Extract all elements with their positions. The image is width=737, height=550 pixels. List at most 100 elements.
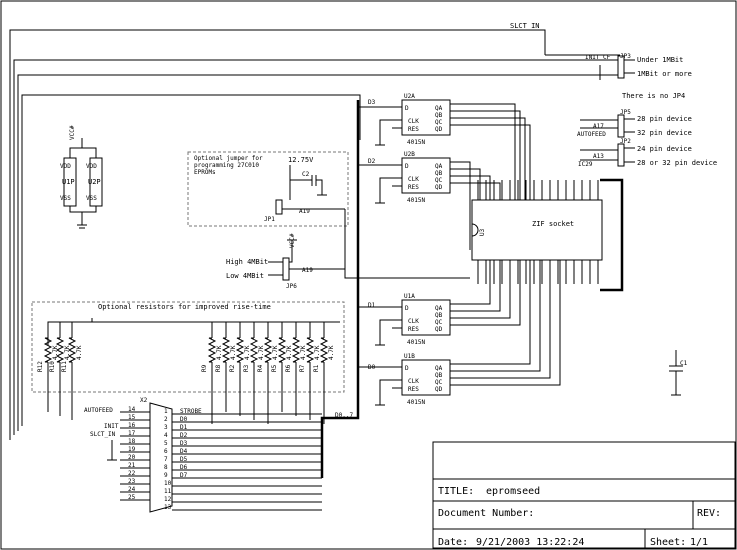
u1b-ref: U1B (404, 353, 415, 360)
u1p-vdd: VDD (60, 163, 71, 170)
connector-signal: STROBE (180, 408, 202, 415)
resistor-ref: R5 (271, 364, 278, 372)
zif-pins (477, 180, 599, 284)
connector-pin-right: 13 (164, 504, 172, 511)
doc-number-label: Document Number: (438, 508, 534, 519)
connector-pin-left: 14 (128, 406, 136, 413)
top-wires (9, 29, 620, 440)
resistor-r2 (235, 337, 245, 363)
optional-note-1: Optional jumper for (194, 155, 263, 162)
resistor-r4 (263, 337, 273, 363)
jp2-24: 24 pin device (637, 145, 692, 153)
connector-pin-left: 22 (128, 470, 136, 477)
rev-label: REV: (697, 508, 721, 519)
resistor-r11 (67, 337, 77, 363)
connector-pin-left: 21 (128, 462, 136, 469)
connector-pin-right: 4 (164, 432, 168, 439)
jp2-2832: 28 or 32 pin device (637, 159, 717, 167)
u1b-pin-clk: CLK (408, 378, 419, 385)
connector-pin-right: 8 (164, 464, 168, 471)
u2p-vdd: VDD (86, 163, 97, 170)
chip-u2b: U2B D CLK RES QA QB QC QD 4015N D2 (368, 151, 451, 204)
connector-pin-right: 6 (164, 448, 168, 455)
c2-label: C2 (302, 171, 310, 178)
resistor-box (31, 301, 345, 393)
connector-pin-left: 15 (128, 414, 136, 421)
resistor-r8 (221, 337, 231, 363)
sheet-label: Sheet: (650, 537, 686, 548)
resistor-ref: R8 (215, 364, 222, 372)
u1a-din: D1 (368, 302, 376, 309)
resistor-value: 4.7K (230, 345, 237, 360)
resistor-ref: R2 (229, 364, 236, 372)
u2a-pin-qd: QD (435, 126, 443, 133)
net-a19-1: A19 (299, 208, 310, 215)
resistor-ref: R4 (257, 364, 264, 372)
c1-label: C1 (680, 360, 688, 367)
vcc-label-2: VCC# (289, 233, 296, 248)
connector-pin-left: 24 (128, 486, 136, 493)
connector-pin-right: 5 (164, 440, 168, 447)
power-u1p: VDD VSS U1P (60, 157, 77, 207)
zif-socket: U3 ZIF socket (471, 199, 603, 261)
u2b-ref: U2B (404, 151, 415, 158)
connector-signals: AUTOFEED INIT SLCT_IN (84, 407, 119, 438)
u2b-pin-qd: QD (435, 184, 443, 191)
jp6-ref: JP6 (286, 283, 297, 290)
connector-pin-left: 16 (128, 422, 136, 429)
connector-pin-left: 19 (128, 446, 136, 453)
net-a13: A13 (593, 153, 604, 160)
jp3-over: 1MBit or more (637, 70, 692, 78)
u2b-pin-qa: QA (435, 163, 443, 170)
resistor-ref: R3 (243, 364, 250, 372)
x2-ref: X2 (140, 397, 148, 404)
net-a17: A17 (593, 123, 604, 130)
u1a-ref: U1A (404, 293, 415, 300)
title-block (432, 441, 736, 549)
jp1-ref: JP1 (264, 216, 275, 223)
u1a-part: 4015N (407, 339, 425, 346)
connector-pin-left: 25 (128, 494, 136, 501)
connector-pin-left: 20 (128, 454, 136, 461)
jp3-under: Under 1MBit (637, 56, 683, 64)
resistor-r5 (277, 337, 287, 363)
net-slct-in: SLCT_IN (510, 22, 540, 30)
resistor-value: 4.7K (52, 345, 59, 360)
u1a-pin-clk: CLK (408, 318, 419, 325)
c1-capacitor: C1 (669, 350, 688, 396)
u2b-pin-d: D (405, 163, 409, 170)
net-a19-2: A19 (302, 267, 313, 274)
connector-pin-left: 18 (128, 438, 136, 445)
jp5-ref: JP5 (620, 109, 631, 116)
u2a-pin-d: D (405, 105, 409, 112)
resistor-ref: R9 (201, 364, 208, 372)
net-init-cf: INIT CF (585, 54, 611, 61)
u2a-pin-clk: CLK (408, 118, 419, 125)
resistor-note: Optional resistors for improved rise-tim… (98, 303, 271, 311)
u1p-ref: U1P (62, 178, 75, 186)
resistor-value: 4.7K (76, 345, 83, 360)
connector-signal: D1 (180, 424, 188, 431)
u1a-pin-qc: QC (435, 319, 443, 326)
u2a-pin-qb: QB (435, 112, 443, 119)
zif-label: ZIF socket (532, 220, 574, 228)
jp2-jumper: JP2 24 pin device 28 or 32 pin device (617, 138, 717, 167)
u2a-ref: U2A (404, 93, 415, 100)
resistor-value: 4.7K (258, 345, 265, 360)
x2-slct-in: SLCT_IN (90, 431, 116, 438)
resistor-r9 (207, 337, 217, 363)
resistor-ref: R12 (37, 361, 44, 372)
net-ic29: IC29 (578, 161, 593, 168)
resistor-value: 4.7K (286, 345, 293, 360)
vpp-label: 12.75V (288, 156, 314, 164)
optional-note-2: programming 27C010 (194, 162, 259, 169)
chip-u2a: U2A D CLK RES QA QB QC QD 4015N D3 (368, 93, 451, 146)
u1a-pin-res: RES (408, 326, 419, 333)
u2b-din: D2 (368, 158, 376, 165)
connector-signal: D7 (180, 472, 188, 479)
sheet-value: 1/1 (690, 537, 708, 548)
jp2-ref: JP2 (620, 138, 631, 145)
u2b-pin-qc: QC (435, 177, 443, 184)
u2p-vss: VSS (86, 195, 97, 202)
